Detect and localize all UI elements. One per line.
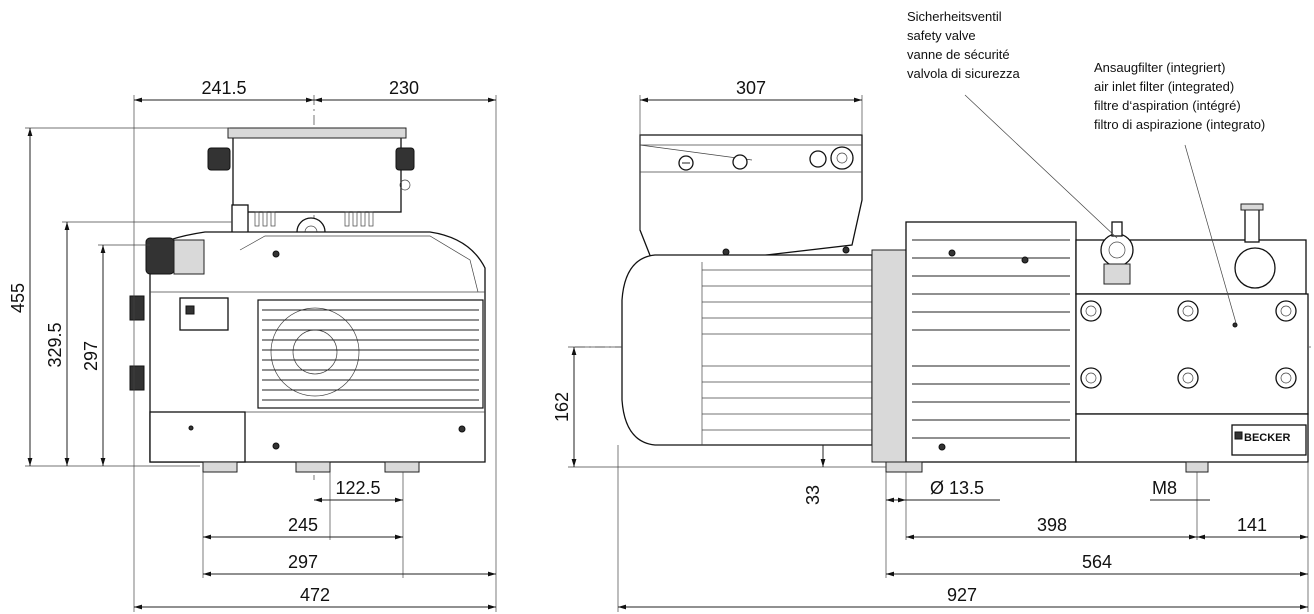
dim-box-width: 307 xyxy=(736,78,766,98)
front-foot-3 xyxy=(384,461,420,473)
side-inlet-port xyxy=(1234,247,1276,289)
side-valve-stem xyxy=(1111,221,1123,237)
leader-inlet-filter xyxy=(1184,144,1237,324)
front-cable-gland-left xyxy=(207,147,231,171)
side-view: BECKER 307 162 33 Ø 13.5 M8 xyxy=(552,9,1312,612)
side-gland-2 xyxy=(732,154,748,170)
callout-safety-valve-de: Sicherheitsventil xyxy=(907,9,1002,24)
side-brand-plate xyxy=(1231,424,1307,456)
front-terminal-fins xyxy=(254,211,374,227)
dim-foot-offset: 122.5 xyxy=(335,478,380,498)
side-fan-housing xyxy=(905,221,1077,463)
dim-upper-left: 241.5 xyxy=(201,78,246,98)
dim-filter-end: 141 xyxy=(1237,515,1267,535)
leader-safety-valve xyxy=(964,94,1118,239)
side-foot-right xyxy=(1185,461,1209,473)
dim-overall-length: 927 xyxy=(947,585,977,605)
front-side-knob-upper xyxy=(129,295,145,321)
front-side-knob-lower xyxy=(129,365,145,391)
callout-inlet-filter: Ansaugfilter (integriert) air inlet filt… xyxy=(1094,60,1265,132)
front-foot-2 xyxy=(295,461,331,473)
brand-logo: BECKER xyxy=(1244,432,1291,444)
side-fan-grille xyxy=(912,239,1070,439)
front-valve-body xyxy=(173,239,205,275)
dim-height-mid: 329.5 xyxy=(45,322,65,367)
callout-inlet-filter-de: Ansaugfilter (integriert) xyxy=(1094,60,1226,75)
side-foot-left xyxy=(885,461,923,473)
callout-safety-valve: Sicherheitsventil safety valve vanne de … xyxy=(907,9,1020,81)
side-safety-valve xyxy=(1100,233,1134,267)
side-gland-4 xyxy=(830,146,854,170)
callout-safety-valve-en: safety valve xyxy=(907,28,976,43)
side-motor-fins xyxy=(702,269,872,431)
front-terminal-lid xyxy=(227,127,407,139)
callout-safety-valve-it: valvola di sicurezza xyxy=(907,66,1020,81)
callout-inlet-filter-en: air inlet filter (integrated) xyxy=(1094,79,1234,94)
callout-inlet-filter-fr: filtre d‘aspiration (intégré) xyxy=(1094,98,1241,113)
dim-height-body: 297 xyxy=(81,341,101,371)
front-plug-icon xyxy=(399,179,411,191)
dim-thread: M8 xyxy=(1152,478,1177,498)
dim-axis-height: 162 xyxy=(552,392,572,422)
dim-hole-diameter: Ø 13.5 xyxy=(930,478,984,498)
front-valve-knob xyxy=(145,237,175,275)
side-flange xyxy=(871,249,907,463)
dim-height-total: 455 xyxy=(8,283,28,313)
callout-inlet-filter-it: filtro di aspirazione (integrato) xyxy=(1094,117,1265,132)
side-valve-seat xyxy=(1103,263,1131,285)
dim-width-total: 472 xyxy=(300,585,330,605)
dim-base-length: 564 xyxy=(1082,552,1112,572)
dim-foot-pitch: 245 xyxy=(288,515,318,535)
front-base-block xyxy=(149,411,246,463)
front-nameplate-mark xyxy=(185,305,195,315)
dim-foot-to-filter: 398 xyxy=(1037,515,1067,535)
side-exhaust-stub xyxy=(1244,205,1260,243)
front-foot-1 xyxy=(202,461,238,473)
front-view: 241.5 230 455 329.5 297 122.5 245 297 47… xyxy=(8,78,497,612)
side-motor xyxy=(621,254,873,446)
front-cable-gland-right xyxy=(395,147,415,171)
dim-foot-span: 297 xyxy=(288,552,318,572)
side-cover-screws xyxy=(1080,300,1297,389)
side-terminal-box xyxy=(639,134,863,269)
dim-upper-right: 230 xyxy=(389,78,419,98)
side-gland-3 xyxy=(809,150,827,168)
dim-foot-height: 33 xyxy=(803,485,823,505)
front-terminal-box xyxy=(232,129,402,213)
callout-safety-valve-fr: vanne de sécurité xyxy=(907,47,1010,62)
front-fan-grille xyxy=(257,299,484,409)
